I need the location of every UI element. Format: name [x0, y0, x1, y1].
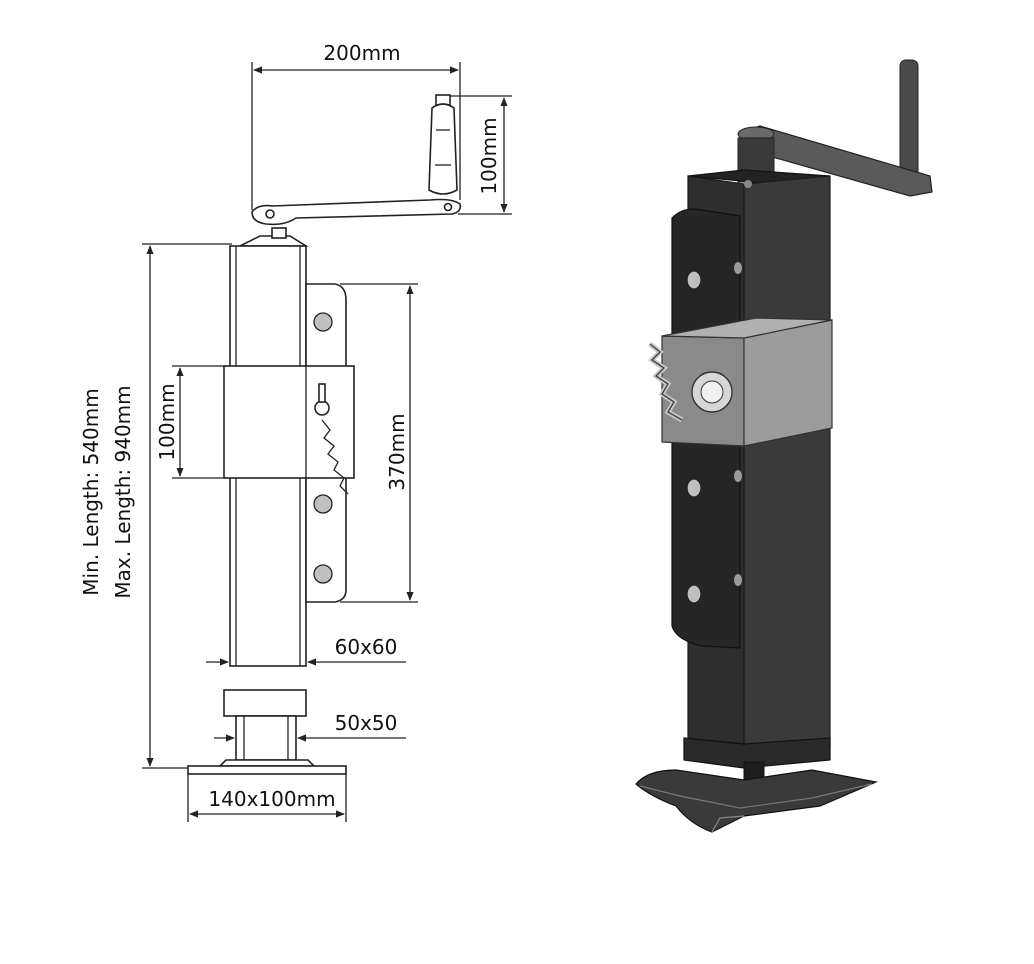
- max-length-label: Max. Length: 940mm: [111, 385, 135, 598]
- render-clamp: [648, 317, 833, 447]
- handle-height-label: 100mm: [477, 117, 501, 194]
- inner-tube-drawing: [223, 689, 307, 761]
- technical-drawing: 200mm 100mm 100mm 370mm Min. Length: 540…: [79, 41, 512, 822]
- dimension-lines: [142, 62, 512, 822]
- outer-tube-label: 60x60: [335, 635, 398, 659]
- clamp-height-label: 100mm: [155, 383, 179, 460]
- render-foot: [635, 737, 879, 833]
- foot-plate-drawing: [187, 759, 347, 775]
- clamp-drawing: [223, 365, 355, 495]
- inner-tube-label: 50x50: [335, 711, 398, 735]
- product-render: [635, 59, 933, 833]
- plate-height-label: 370mm: [385, 413, 409, 490]
- crank-width-label: 200mm: [323, 41, 400, 65]
- crank-handle-drawing: [239, 94, 462, 247]
- foot-size-label: 140x100mm: [208, 787, 335, 811]
- min-length-label: Min. Length: 540mm: [79, 388, 103, 595]
